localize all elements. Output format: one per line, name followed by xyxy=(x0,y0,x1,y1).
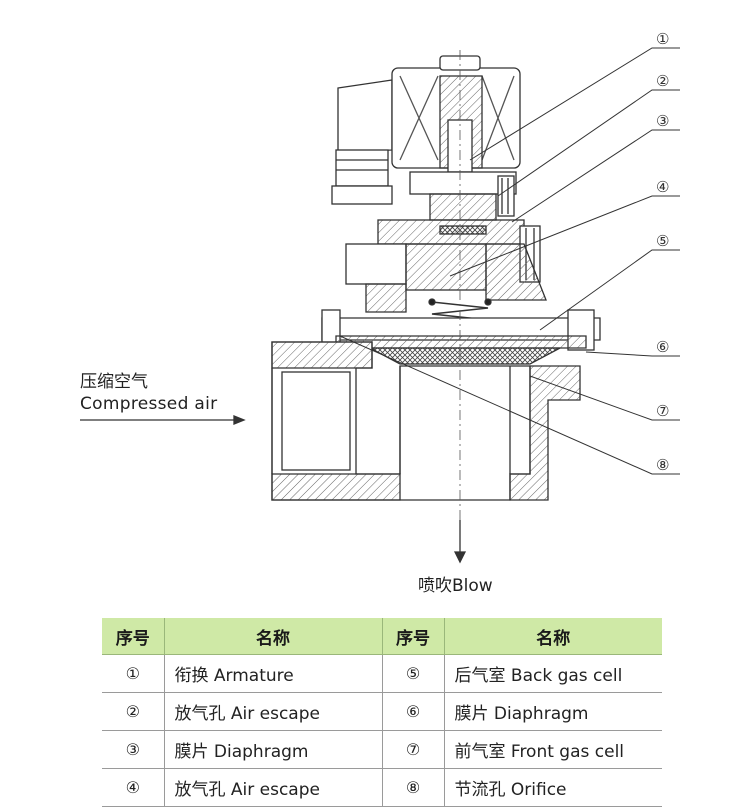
part-number: ⑧ xyxy=(382,768,445,807)
part-name: 膜片 Diaphragm xyxy=(164,730,383,769)
callout-6: ⑥ xyxy=(656,338,669,356)
leader-line-2 xyxy=(497,89,680,197)
callout-numbers: ① ② ③ ④ ⑤ ⑥ ⑦ ⑧ xyxy=(656,30,669,474)
table-row: ② 放气孔 Air escape ⑥ 膜片 Diaphragm xyxy=(102,692,662,731)
connector-plug xyxy=(331,79,393,205)
part-name: 放气孔 Air escape xyxy=(164,768,383,807)
parts-table: 序号 名称 序号 名称 ① 衔换 Armature ⑤ 后气室 Back gas… xyxy=(102,618,662,807)
outlet-arrow xyxy=(453,520,467,564)
inlet-label-en: Compressed air xyxy=(80,394,218,414)
leader-line-6 xyxy=(585,351,680,357)
callout-3: ③ xyxy=(656,112,669,130)
leader-line-8 xyxy=(339,335,680,475)
inlet-arrow xyxy=(80,415,246,425)
leader-line-5 xyxy=(539,249,680,331)
part-number: ① xyxy=(102,654,165,693)
table-header-row: 序号 名称 序号 名称 xyxy=(102,618,662,655)
table-row: ① 衔换 Armature ⑤ 后气室 Back gas cell xyxy=(102,654,662,693)
leader-line-3 xyxy=(511,129,680,223)
coil-housing xyxy=(391,55,521,173)
part-name: 前气室 Front gas cell xyxy=(444,730,662,769)
header-number-right: 序号 xyxy=(382,618,445,655)
table-row: ③ 膜片 Diaphragm ⑦ 前气室 Front gas cell xyxy=(102,730,662,769)
valve-drawing xyxy=(80,50,601,564)
leader-line-7 xyxy=(529,375,680,421)
leader-line-1 xyxy=(469,47,680,161)
armature-assembly xyxy=(409,171,517,221)
inlet-label-cn: 压缩空气 xyxy=(80,372,148,392)
part-number: ② xyxy=(102,692,165,731)
part-name: 后气室 Back gas cell xyxy=(444,654,662,693)
callout-5: ⑤ xyxy=(656,232,669,250)
callout-2: ② xyxy=(656,72,669,90)
valve-body xyxy=(271,341,581,501)
part-name: 放气孔 Air escape xyxy=(164,692,383,731)
pilot-section xyxy=(345,219,547,313)
valve-cross-section-diagram: ① ② ③ ④ ⑤ ⑥ ⑦ ⑧ xyxy=(80,30,680,564)
header-name-left: 名称 xyxy=(164,618,383,655)
callout-8: ⑧ xyxy=(656,456,669,474)
leader-line-4 xyxy=(449,195,680,277)
part-number: ⑤ xyxy=(382,654,445,693)
part-number: ④ xyxy=(102,768,165,807)
part-number: ③ xyxy=(102,730,165,769)
header-name-right: 名称 xyxy=(444,618,662,655)
part-name: 衔换 Armature xyxy=(164,654,383,693)
part-number: ⑦ xyxy=(382,730,445,769)
callout-4: ④ xyxy=(656,178,669,196)
part-name: 膜片 Diaphragm xyxy=(444,692,662,731)
header-number-left: 序号 xyxy=(102,618,165,655)
outlet-label: 喷吹Blow xyxy=(418,576,493,596)
part-number: ⑥ xyxy=(382,692,445,731)
callouts xyxy=(339,47,680,475)
diaphragm-assembly xyxy=(321,309,601,365)
table-row: ④ 放气孔 Air escape ⑧ 节流孔 Orifice xyxy=(102,768,662,807)
part-name: 节流孔 Orifice xyxy=(444,768,662,807)
callout-1: ① xyxy=(656,30,669,48)
callout-7: ⑦ xyxy=(656,402,669,420)
